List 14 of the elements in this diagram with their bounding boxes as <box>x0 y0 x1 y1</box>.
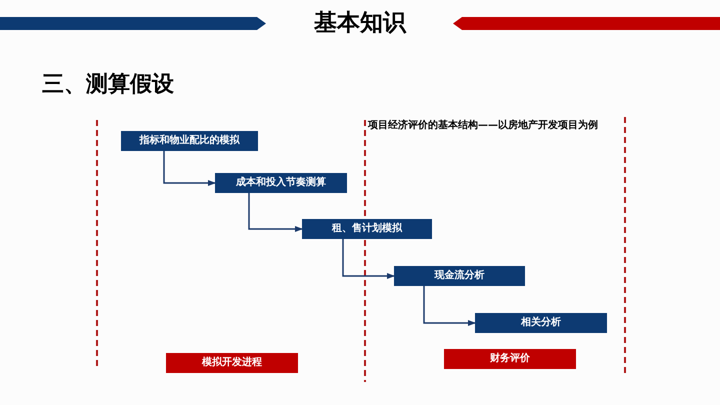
process-box: 租、售计划模拟 <box>302 219 432 239</box>
arrow <box>423 286 476 326</box>
section-heading: 三、测算假设 <box>42 71 174 99</box>
process-box: 指标和物业配比的模拟 <box>121 131 258 151</box>
process-box: 成本和投入节奏测算 <box>215 173 347 193</box>
arrow <box>163 151 216 186</box>
chart-caption: 项目经济评价的基本结构——以房地产开发项目为例 <box>368 119 598 133</box>
arrow <box>342 239 395 279</box>
process-box: 现金流分析 <box>394 266 525 286</box>
process-box: 相关分析 <box>475 313 607 333</box>
process-box: 财务评价 <box>444 349 576 369</box>
page-title: 基本知识 <box>313 9 408 38</box>
arrow <box>248 193 303 232</box>
process-box: 模拟开发进程 <box>166 353 298 373</box>
